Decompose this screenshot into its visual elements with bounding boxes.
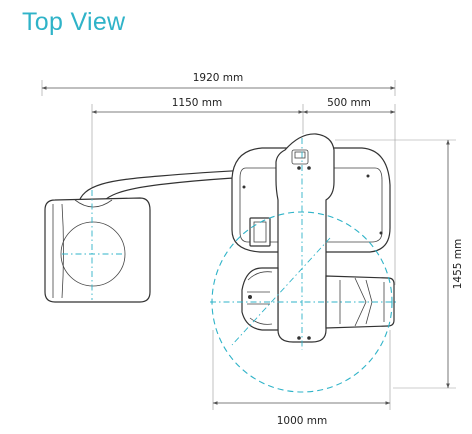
bolt-icon (366, 174, 370, 178)
dimension-depth: 1455 mm (335, 139, 464, 389)
bolt-icon (242, 185, 246, 189)
dimension-base-offset: 500 mm (302, 97, 396, 285)
sensor-head (44, 197, 151, 303)
dimension-base-width: 1000 mm (212, 330, 391, 427)
centre-lines (62, 138, 396, 350)
bolt-icon (379, 231, 383, 235)
main-column (275, 133, 335, 343)
dimension-arm-reach: 1150 mm (91, 97, 304, 210)
arm-reach-label: 1150 mm (172, 97, 223, 109)
dimension-total-width: 1920 mm (41, 72, 396, 96)
column-cap (291, 149, 309, 165)
total-width-label: 1920 mm (193, 72, 244, 84)
depth-label: 1455 mm (452, 239, 464, 290)
base-offset-label: 500 mm (327, 97, 371, 109)
page-title: Top View (22, 8, 126, 36)
rotary-joint (241, 267, 279, 331)
base-width-label: 1000 mm (277, 415, 328, 427)
